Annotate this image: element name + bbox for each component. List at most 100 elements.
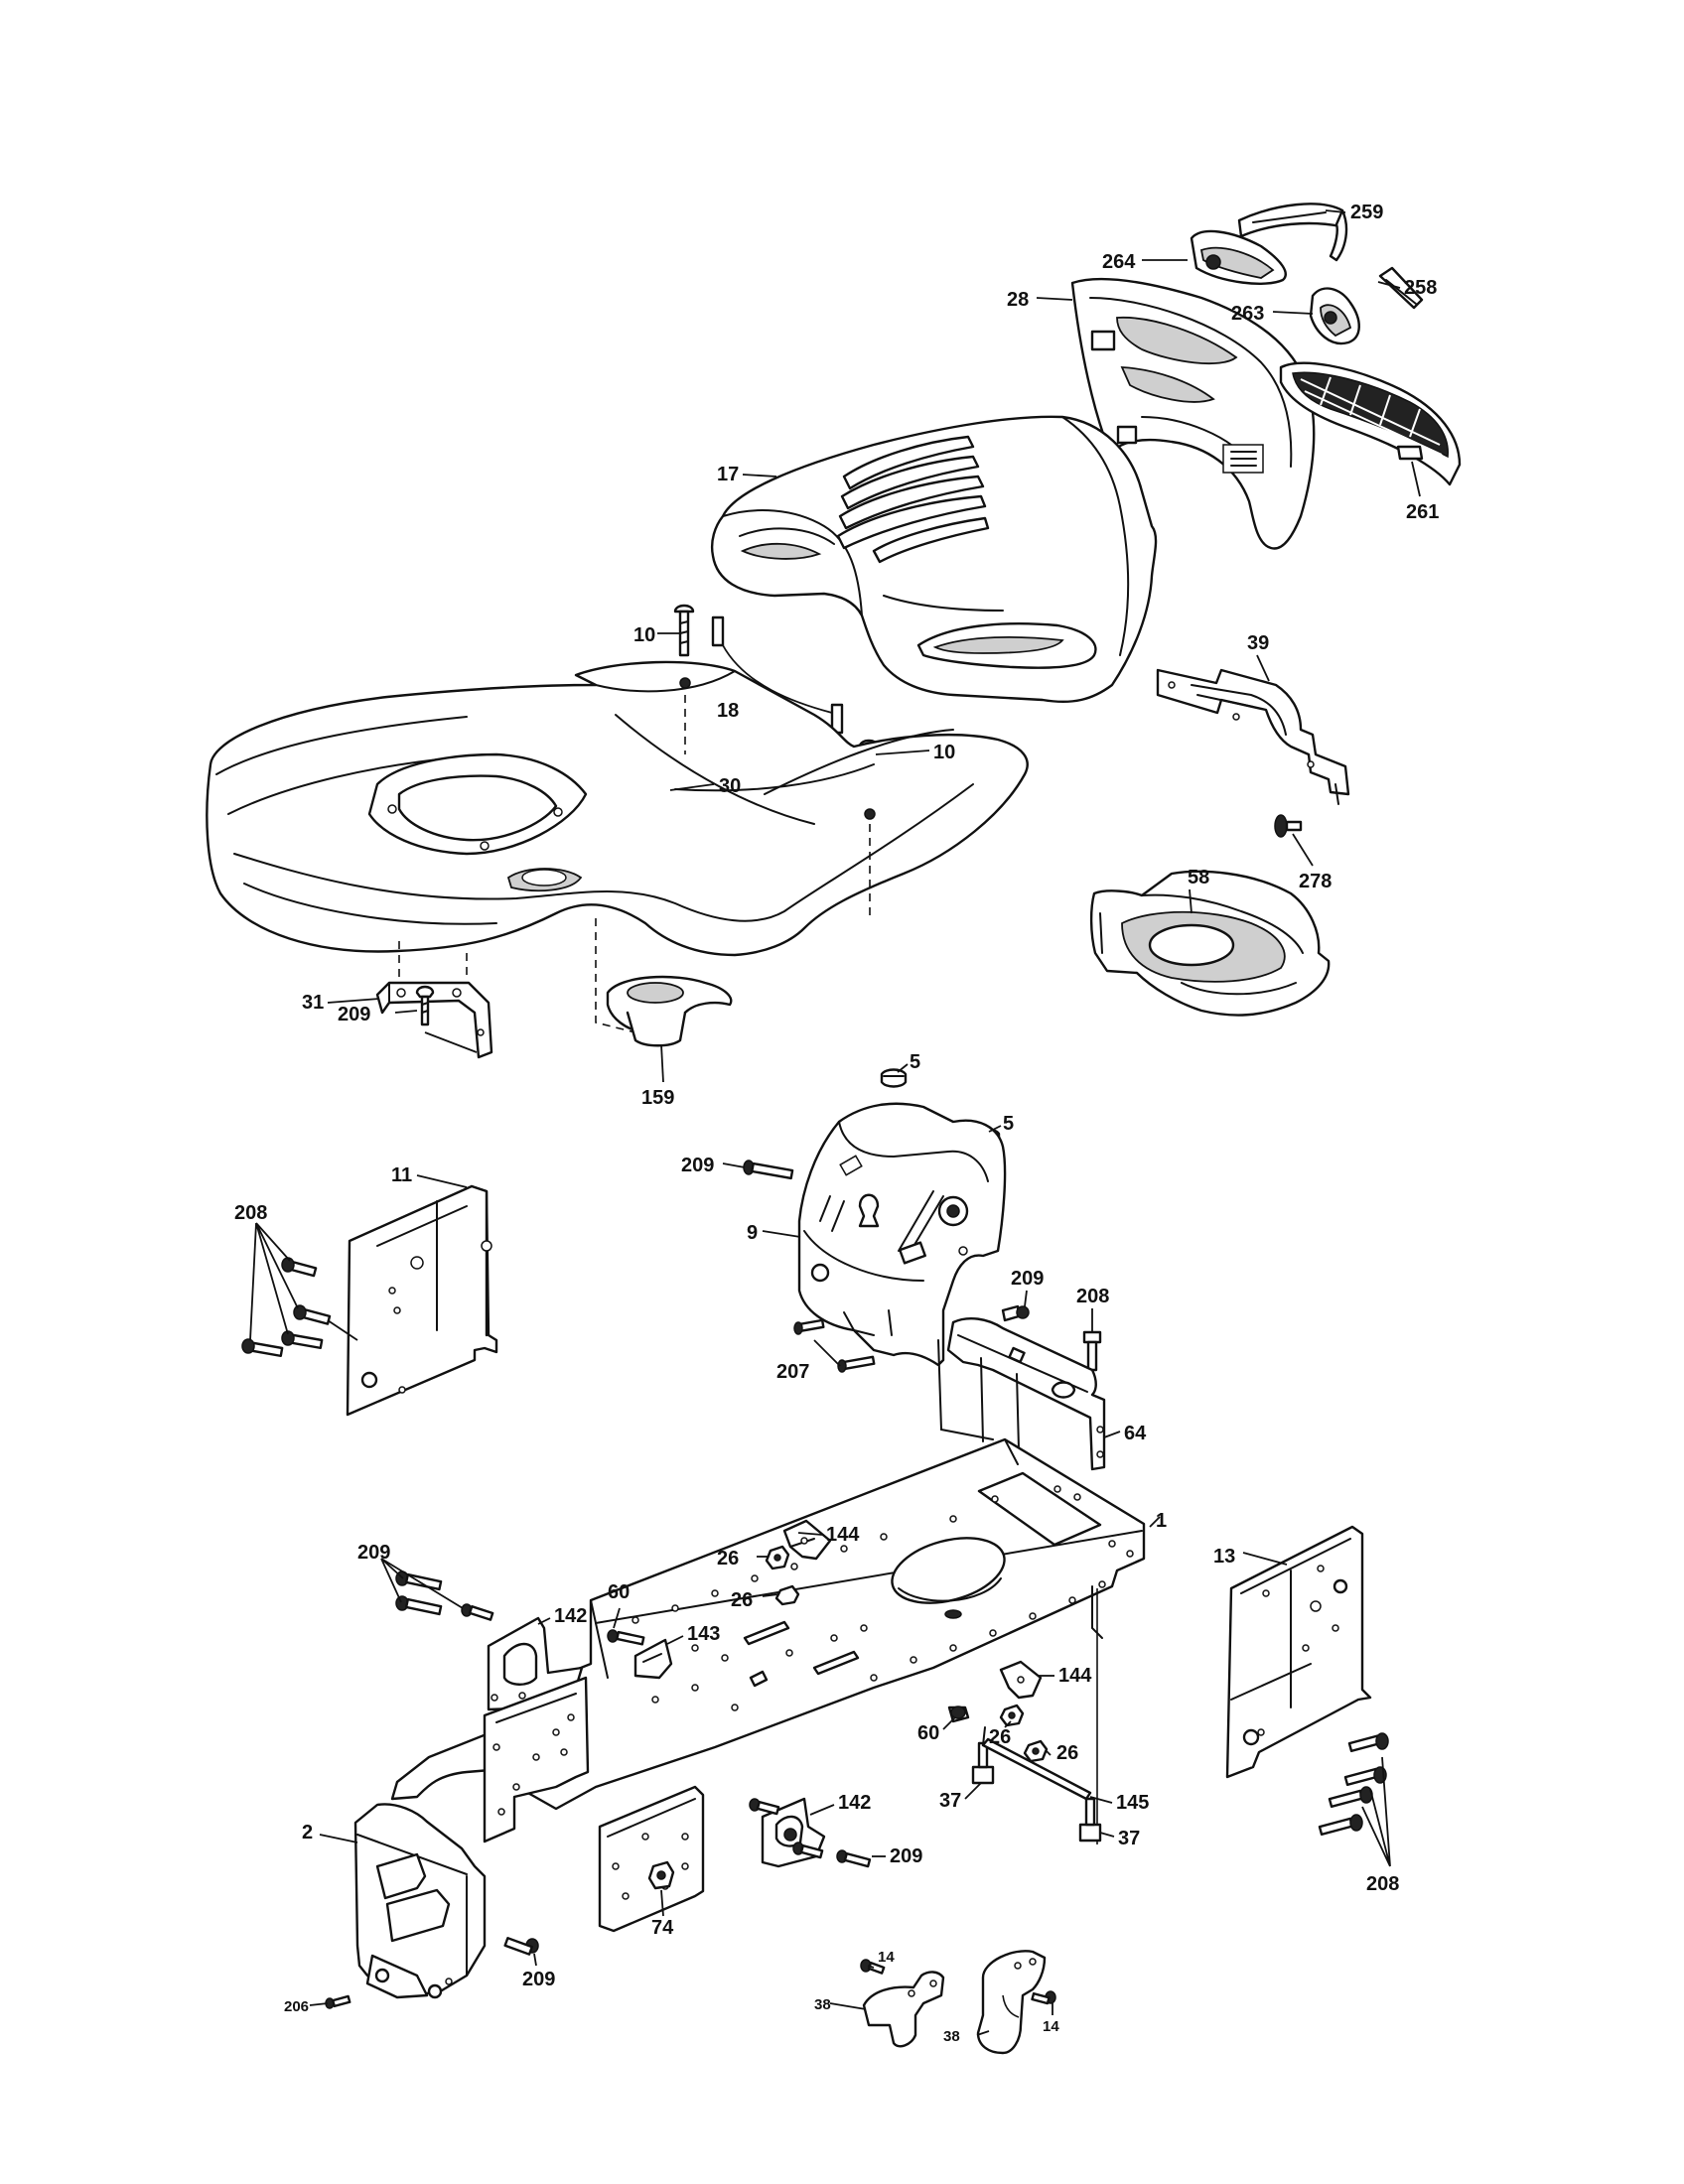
part-11-plate xyxy=(346,1184,498,1417)
callout-14-right: 14 xyxy=(1043,2018,1059,2035)
callout-209-frame: 209 xyxy=(357,1542,390,1564)
part-206-screw xyxy=(325,1994,351,2009)
part-258-clip xyxy=(1378,266,1424,310)
part-28-hood-front xyxy=(1070,277,1316,550)
callout-278: 278 xyxy=(1299,871,1332,892)
callout-11: 11 xyxy=(391,1164,412,1186)
part-159-cup xyxy=(606,975,733,1047)
callout-142-lower: 142 xyxy=(838,1792,871,1814)
part-209-screws-d xyxy=(395,1570,494,1621)
callout-209-bracket: 209 xyxy=(522,1969,555,1990)
part-39-bracket xyxy=(1156,668,1350,805)
callout-145: 145 xyxy=(1116,1792,1149,1814)
callout-259: 259 xyxy=(1350,202,1383,223)
part-2-bracket xyxy=(353,1803,487,1999)
callout-60-upper: 60 xyxy=(608,1581,630,1603)
callout-159: 159 xyxy=(641,1087,674,1109)
callout-1: 1 xyxy=(1156,1510,1167,1532)
callout-207: 207 xyxy=(776,1361,809,1383)
part-208-bolts-a xyxy=(241,1257,358,1358)
callout-209-panel: 209 xyxy=(1011,1268,1044,1290)
part-26-nut-c xyxy=(999,1704,1025,1727)
callout-208-panel: 208 xyxy=(1076,1286,1109,1307)
part-261-grille xyxy=(1279,361,1462,486)
part-144-bracket-a xyxy=(782,1519,832,1561)
callout-5-left: 5 xyxy=(910,1051,920,1073)
part-10-bolt-upper xyxy=(673,604,695,657)
callout-13: 13 xyxy=(1213,1546,1235,1568)
callout-38-left: 38 xyxy=(814,1996,831,2013)
part-left-side-plate xyxy=(483,1676,590,1843)
callout-10-lower: 10 xyxy=(933,742,955,763)
callout-26-lower-b: 26 xyxy=(1056,1742,1078,1764)
part-side-plate-b xyxy=(598,1785,705,1933)
part-143-strap xyxy=(633,1638,673,1680)
part-31-bracket xyxy=(375,981,493,1059)
callout-30: 30 xyxy=(719,775,741,797)
callout-10-upper: 10 xyxy=(633,624,655,646)
callout-9: 9 xyxy=(747,1222,758,1244)
callout-64: 64 xyxy=(1124,1423,1147,1444)
part-38-bracket-b xyxy=(976,1950,1047,2055)
callout-206: 206 xyxy=(284,1998,309,2015)
part-209-screw-c xyxy=(1001,1304,1030,1322)
callout-209-seat: 209 xyxy=(338,1004,370,1025)
callout-261: 261 xyxy=(1406,501,1439,523)
part-209-screw-f xyxy=(503,1937,539,1956)
callout-26-lower-a: 26 xyxy=(989,1726,1011,1748)
part-30-fender xyxy=(206,660,1029,957)
part-263-headlight xyxy=(1309,287,1360,345)
callout-209-lower: 209 xyxy=(890,1845,922,1867)
callout-31: 31 xyxy=(302,992,324,1014)
callout-18: 18 xyxy=(717,700,739,722)
part-145-rod xyxy=(981,1726,1092,1801)
part-17-hood xyxy=(710,415,1158,704)
part-38-bracket-a xyxy=(862,1971,945,2048)
part-60-bolt-a xyxy=(607,1629,645,1646)
part-37-bolt-b xyxy=(1078,1797,1102,1843)
callout-258: 258 xyxy=(1404,277,1437,299)
frame-holes xyxy=(632,1485,1134,1711)
leader-lines xyxy=(249,209,1421,2036)
callout-142-upper: 142 xyxy=(554,1605,587,1627)
callout-26-mid: 26 xyxy=(731,1589,753,1611)
callout-143: 143 xyxy=(687,1623,720,1645)
part-208-bolts-c xyxy=(1318,1732,1391,1867)
callout-263: 263 xyxy=(1231,303,1264,325)
part-26-nut-d xyxy=(1023,1739,1049,1763)
part-58-dash-panel xyxy=(1089,870,1331,1017)
part-26-nut-a xyxy=(765,1545,790,1570)
callout-labels: 259 264 258 28 263 17 261 10 18 39 10 30… xyxy=(234,202,1439,2045)
part-5-knob-a xyxy=(880,1068,908,1088)
part-278-screw xyxy=(1274,814,1303,838)
callout-5-right: 5 xyxy=(1003,1113,1014,1135)
part-14-screw-b xyxy=(1031,1990,1056,2005)
part-74-nut xyxy=(647,1860,675,1890)
part-208-bolt-b xyxy=(1082,1330,1102,1372)
callout-144-upper: 144 xyxy=(826,1524,860,1546)
part-144-bracket-b xyxy=(999,1660,1043,1700)
callout-37-left: 37 xyxy=(939,1790,961,1812)
callout-144-lower: 144 xyxy=(1058,1665,1092,1687)
callout-38-right: 38 xyxy=(943,2028,960,2045)
part-26-nut-b xyxy=(774,1584,800,1606)
part-60-bolt-b xyxy=(947,1706,970,1723)
hood-vents xyxy=(836,435,990,564)
part-259-trim xyxy=(1237,203,1348,262)
callout-14-left: 14 xyxy=(878,1949,895,1966)
part-209-screw-a xyxy=(415,985,478,1053)
callout-60-lower: 60 xyxy=(917,1722,939,1744)
callout-208-left: 208 xyxy=(234,1202,267,1224)
callout-209-console: 209 xyxy=(681,1155,714,1176)
callout-17: 17 xyxy=(717,464,739,485)
callout-37-right: 37 xyxy=(1118,1828,1140,1849)
callout-26-upper: 26 xyxy=(717,1548,739,1570)
callout-58: 58 xyxy=(1188,867,1209,888)
part-9-console xyxy=(797,1102,1007,1367)
part-209-screw-b xyxy=(743,1160,794,1180)
callout-28: 28 xyxy=(1007,289,1029,311)
callout-208-right: 208 xyxy=(1366,1873,1399,1895)
part-264-headlight xyxy=(1190,229,1287,285)
callout-264: 264 xyxy=(1102,251,1136,273)
